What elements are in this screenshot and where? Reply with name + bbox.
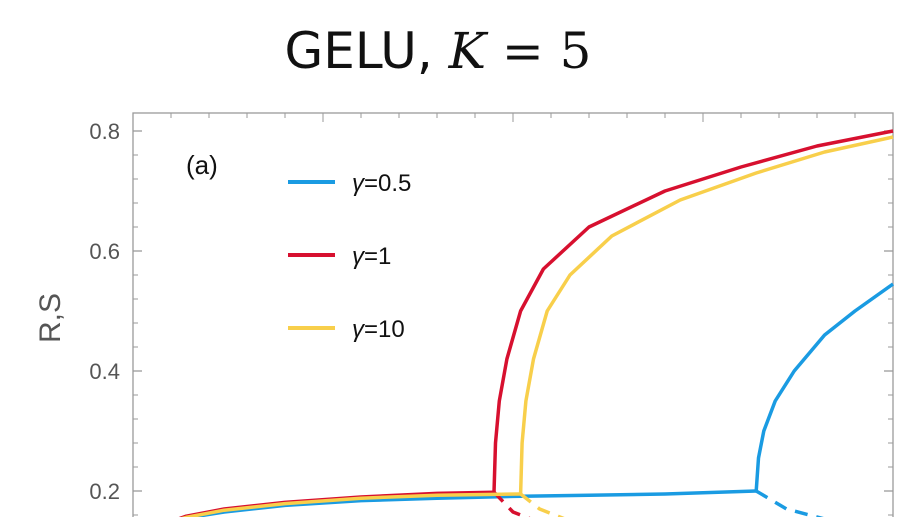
y-tick-label: 0.2	[89, 479, 120, 504]
legend-greek: γ	[352, 170, 366, 197]
y-tick-label: 0.6	[89, 239, 120, 264]
legend-label: γ=1	[352, 243, 391, 270]
legend-value: =1	[364, 243, 391, 270]
series-upper-line	[492, 129, 894, 493]
series-1	[183, 282, 895, 517]
legend-label: γ=0.5	[352, 170, 411, 197]
chart-title: GELU, K = 5	[285, 22, 592, 80]
series-upper-line	[518, 135, 894, 495]
axis-ticks: 0.2 0.4 0.6 0.8	[89, 113, 893, 516]
plot-frame	[132, 112, 894, 517]
legend-greek: γ	[352, 243, 366, 270]
legend-item: γ=0.5	[288, 170, 411, 197]
chart-title-value: = 5	[486, 22, 592, 80]
series-lower-line	[181, 492, 521, 517]
legend-value: =0.5	[364, 170, 411, 197]
legend-greek: γ	[352, 316, 366, 343]
series-lower-line	[183, 489, 757, 517]
legend-label: γ=10	[352, 316, 405, 343]
series-upper-line	[754, 282, 895, 492]
series-3	[181, 135, 894, 517]
legend: γ=0.5γ=1γ=10	[288, 170, 411, 343]
chart-title-variable: K	[448, 22, 489, 80]
y-axis-label: R,S	[34, 293, 67, 343]
series-dashed-line	[755, 489, 824, 517]
y-tick-label: 0.8	[89, 119, 120, 144]
legend-item: γ=10	[288, 316, 405, 343]
chart-title-text: GELU,	[285, 22, 449, 80]
series-dashed-line	[519, 492, 565, 517]
series-2	[178, 129, 894, 517]
y-tick-label: 0.4	[89, 359, 120, 384]
legend-value: =10	[364, 316, 405, 343]
series-layer	[178, 129, 895, 517]
panel-label: (a)	[186, 150, 218, 180]
legend-item: γ=1	[288, 243, 391, 270]
